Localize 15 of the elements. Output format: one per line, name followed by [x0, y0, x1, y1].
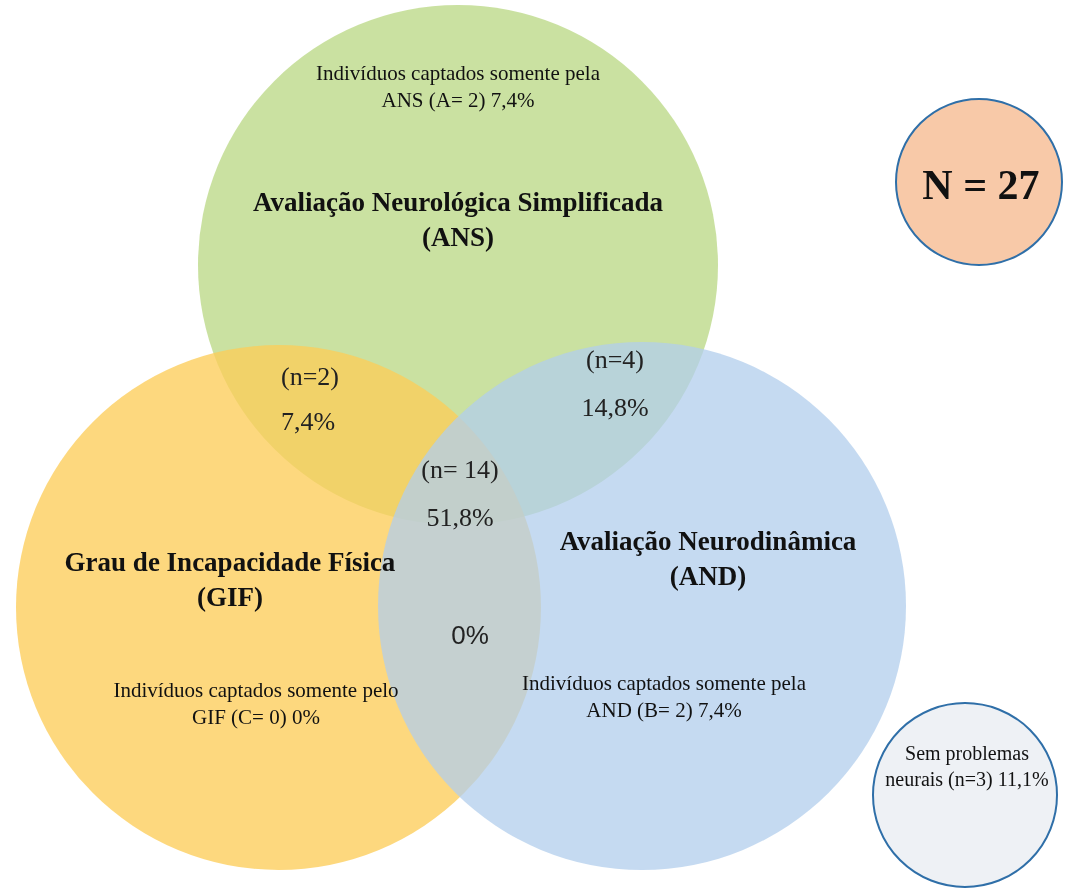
circle-text: Indivíduos captados somente pelo GIF (C= 0) 0% — [112, 677, 400, 732]
circle-heading: N = 27 — [921, 161, 1041, 210]
overlap-count: 0% — [451, 619, 489, 651]
circle-text: Indivíduos captados somente pela AND (B= 2) 7,4% — [521, 670, 807, 725]
overlap-count: 14,8% — [581, 393, 649, 423]
overlap-count: 51,8% — [426, 503, 494, 533]
circle-heading: Grau de Incapacidade Física (GIF) — [63, 546, 397, 615]
overlap-count: (n= 14) — [421, 455, 499, 485]
circle-heading: Avaliação Neurológica Simplificada (ANS) — [252, 186, 664, 255]
overlap-count: 7,4% — [280, 407, 336, 437]
overlap-count: (n=4) — [586, 345, 644, 375]
overlap-count: (n=2) — [281, 362, 339, 392]
circle-text: Sem problemas neurais (n=3) 11,1% — [884, 741, 1050, 792]
circle-heading: Avaliação Neurodinâmica (AND) — [558, 525, 858, 594]
circle-text: Indivíduos captados somente pela ANS (A= 2) 7,4% — [315, 60, 601, 115]
